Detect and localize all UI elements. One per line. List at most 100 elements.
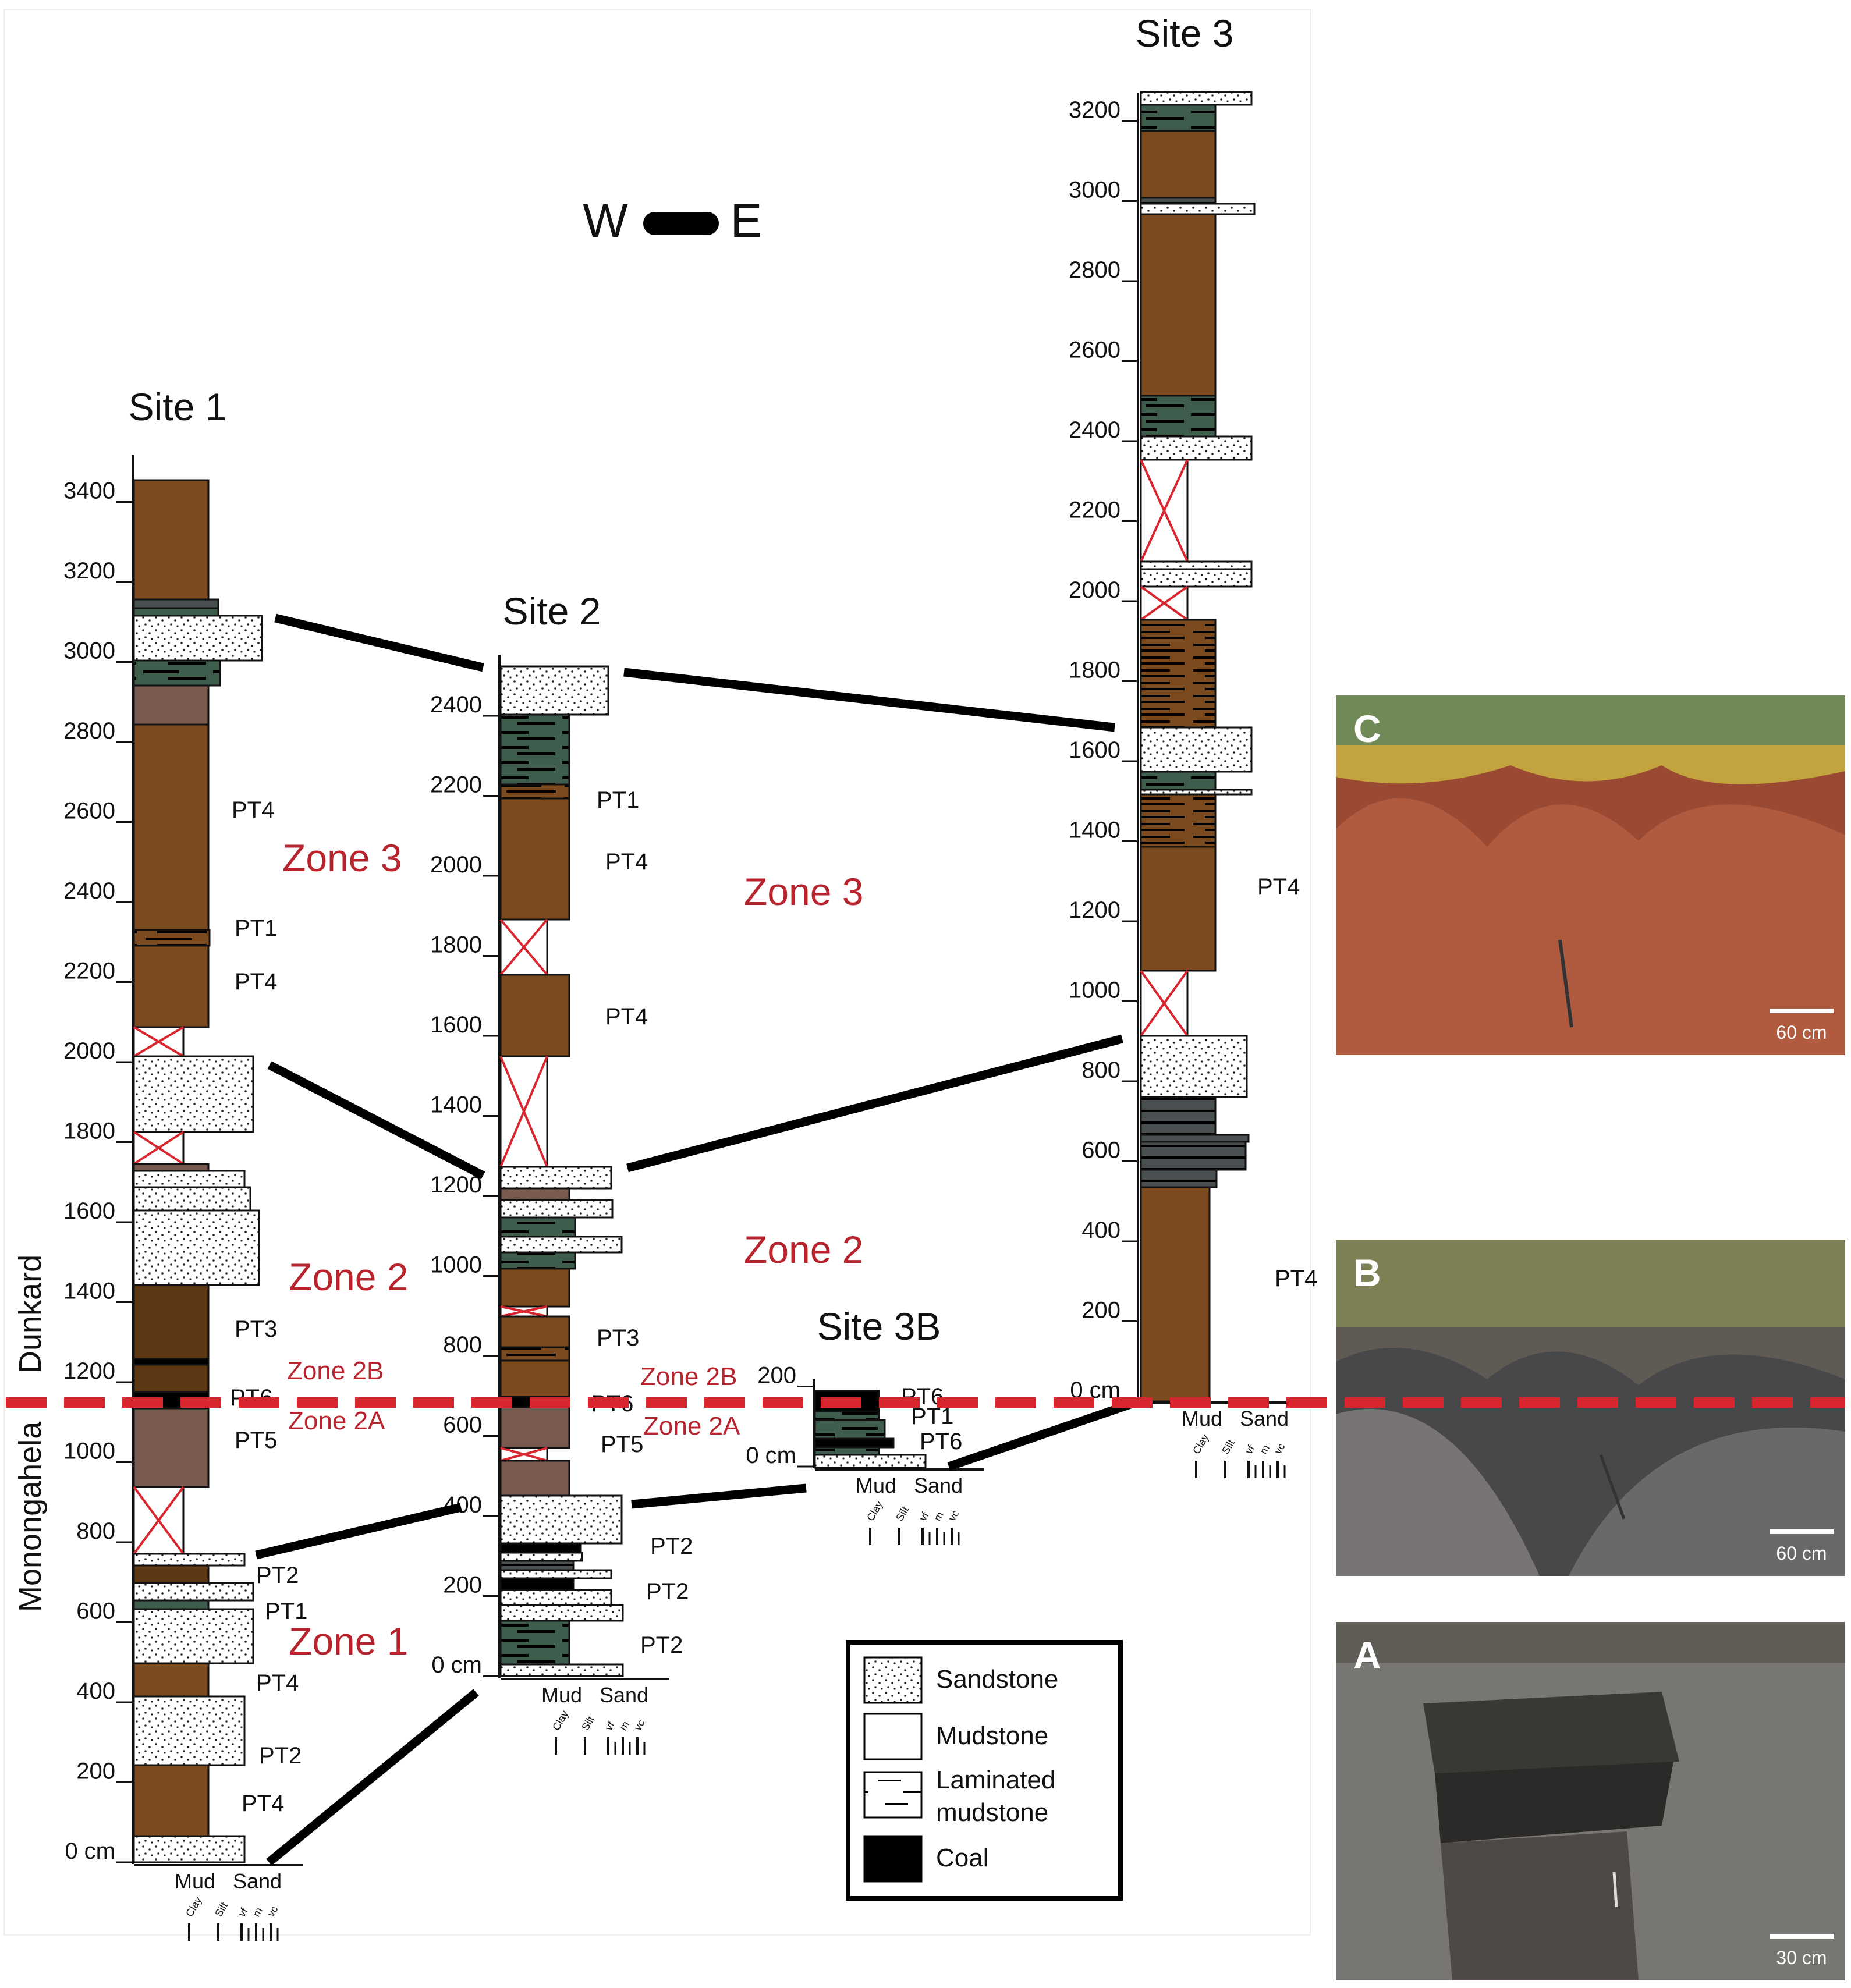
photo-panel-letter-c: C	[1353, 707, 1381, 750]
site2-zone-2b: Zone 2B	[640, 1362, 737, 1391]
photo-scale-bar	[1770, 1934, 1834, 1939]
site3-bed-paleosol	[1140, 130, 1217, 199]
legend-swatch	[863, 1771, 923, 1819]
site1-bed-mudstone	[133, 1407, 210, 1488]
site1-label-pt3: PT3	[235, 1316, 277, 1342]
grain-axis-tick-label: vf	[236, 1905, 250, 1919]
site1-bed-sandstone	[133, 1055, 254, 1133]
site1-label-pt2: PT2	[256, 1563, 299, 1588]
site1-zone-2: Zone 2	[289, 1255, 408, 1298]
photo-panel-a: A30 cm	[1336, 1622, 1845, 1980]
site1-label-pt1: PT1	[235, 915, 277, 941]
site2-bed-laminated	[499, 1346, 570, 1362]
axis-tick-label: 1200	[430, 1172, 482, 1198]
site1-title: Site 1	[129, 385, 227, 428]
site2-title: Site 2	[503, 590, 601, 633]
axis-tick-label: 2600	[63, 798, 115, 824]
grain-axis-tick-label: Clay	[864, 1499, 885, 1523]
axis-tick-label: 3200	[63, 558, 115, 584]
legend-label: Coal	[936, 1844, 989, 1872]
axis-tick-label: 3200	[1069, 97, 1120, 123]
site2-label-pt4: PT4	[605, 1004, 648, 1030]
legend-swatch	[863, 1656, 923, 1704]
correlation-line	[274, 613, 484, 672]
figure-panel-border	[3, 9, 1311, 1936]
grain-axis-tick-label: vc	[946, 1508, 961, 1523]
axis-tick-label: 2800	[1069, 257, 1120, 283]
axis-tick-label: 2000	[63, 1038, 115, 1064]
axis-tick-label: 0 cm	[65, 1838, 115, 1864]
site3-bed-paleosol	[1140, 846, 1217, 972]
site3-covered-interval	[1140, 585, 1189, 621]
axis-tick-label: 2400	[63, 878, 115, 904]
site2-bed-sandstone	[499, 1236, 623, 1254]
photo-panel-letter-b: B	[1353, 1251, 1381, 1294]
site2-bed-laminated	[499, 1560, 575, 1571]
grain-axis-tick-label: Silt	[1219, 1437, 1237, 1456]
site3-bed-laminated	[1140, 104, 1217, 132]
site3b-bed-coal	[814, 1437, 895, 1449]
grain-axis-sand: Sand	[914, 1474, 963, 1497]
site1-bed-sandstone	[133, 1608, 254, 1664]
site3b-bed-sandstone	[814, 1454, 927, 1469]
site1-label-pt4: PT4	[242, 1791, 284, 1816]
site1-zone-1: Zone 1	[289, 1620, 408, 1663]
site1-label-pt1: PT1	[265, 1599, 307, 1624]
legend-label: mudstone	[936, 1798, 1048, 1827]
site1-bed-paleosol	[133, 1662, 210, 1698]
axis-tick-label: 1400	[1069, 818, 1120, 843]
site3b-depth-axis: 0 cm 200	[746, 1363, 815, 1468]
site3-bed-laminated	[1140, 1141, 1247, 1171]
axis-tick-label: 2000	[1069, 577, 1120, 603]
photo-scale-label: 60 cm	[1776, 1022, 1827, 1043]
site2-label-pt2: PT2	[646, 1579, 689, 1604]
grain-axis-tick-label: m	[931, 1510, 946, 1523]
axis-tick-label: 200	[1081, 1298, 1120, 1323]
site1-bed-mudstone	[133, 1163, 210, 1172]
axis-tick-label: 1600	[1069, 737, 1120, 763]
site1-bed-sandstone	[133, 615, 263, 662]
axis-tick-label: 200	[443, 1572, 482, 1598]
axis-tick-label: 0 cm	[431, 1652, 482, 1678]
axis-tick-label: 0 cm	[746, 1443, 796, 1468]
site1-label-pt5: PT5	[235, 1428, 277, 1453]
site2-bed-paleosol	[499, 1359, 570, 1398]
correlation-line	[626, 1034, 1123, 1173]
axis-tick-label: 3000	[1069, 178, 1120, 203]
axis-tick-label: 400	[1081, 1217, 1120, 1243]
legend-label: Sandstone	[936, 1665, 1058, 1694]
site2-covered-interval	[499, 918, 548, 976]
axis-tick-label: 1800	[63, 1119, 115, 1144]
site3-label-pt4: PT4	[1257, 874, 1300, 900]
grain-axis-tick-label: vf	[1243, 1443, 1257, 1456]
site1-bed-sandstone	[133, 1209, 260, 1286]
site3-title: Site 3	[1136, 12, 1234, 55]
axis-tick-label: 200	[757, 1363, 796, 1389]
correlation-line	[947, 1400, 1132, 1471]
grain-axis-mud: Mud	[1182, 1407, 1222, 1430]
site2-bed-mudstone	[499, 1187, 570, 1201]
site2-bed-paleosol	[499, 974, 570, 1057]
site3-bed-sandstone	[1140, 91, 1253, 106]
site2-bed-laminated	[499, 1251, 576, 1270]
legend-label: Laminated	[936, 1766, 1055, 1794]
site2-bed-sandstone	[499, 1604, 624, 1622]
grain-axis-tick-label: Clay	[550, 1709, 570, 1733]
site1-depth-axis: 0 cm200400600800100012001400160018002000…	[63, 455, 134, 1864]
photo-scale-label: 60 cm	[1776, 1543, 1827, 1564]
site3-covered-interval	[1140, 459, 1189, 563]
site2-label-pt1: PT1	[597, 787, 639, 813]
axis-tick-label: 600	[443, 1412, 482, 1438]
site1-bed-sandstone	[133, 1170, 246, 1188]
grain-axis-mud: Mud	[541, 1683, 582, 1707]
site1-zone-2a: Zone 2A	[288, 1407, 385, 1435]
axis-tick-label: 2600	[1069, 338, 1120, 363]
site3-depth-axis: 0 cm200400600800100012001400160018002000…	[1069, 93, 1139, 1403]
site2-label-pt2: PT2	[650, 1533, 693, 1559]
site1-covered-interval	[133, 1026, 185, 1057]
site1-bed-paleosol	[133, 1284, 210, 1360]
axis-tick-label: 800	[1081, 1057, 1120, 1083]
axis-tick-label: 800	[443, 1332, 482, 1358]
site3-bed-sandstone	[1140, 568, 1253, 588]
